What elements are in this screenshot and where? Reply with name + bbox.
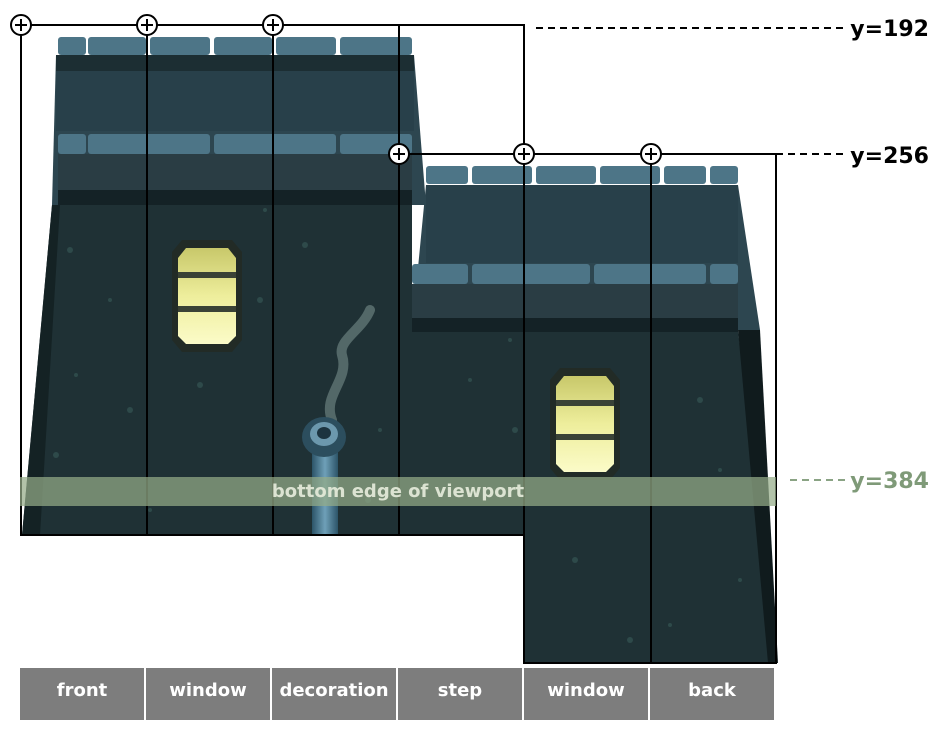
- tile-label-decoration: decoration: [272, 668, 396, 720]
- right-roof-shingles-eave: [412, 264, 738, 332]
- left-building: [22, 37, 426, 535]
- anchor-marker: [137, 15, 157, 35]
- tile-label-front: front: [20, 668, 144, 720]
- tile-label-back: back: [650, 668, 774, 720]
- left-roof-shingles-eave: [58, 134, 412, 205]
- left-roof-shingles-top: [58, 37, 412, 55]
- right-roof-shingles-top: [426, 166, 738, 184]
- left-window: [172, 240, 242, 352]
- right-building: [412, 166, 778, 663]
- right-window: [550, 368, 620, 480]
- y-label-top: y=192: [850, 19, 929, 41]
- tile-label-step: step: [398, 668, 522, 720]
- tile-label-window-2: window: [524, 668, 648, 720]
- y-label-viewport: y=384: [850, 471, 929, 493]
- tile-label-window: window: [146, 668, 270, 720]
- tile-label-row: front window decoration step window back: [20, 668, 776, 720]
- viewport-bottom-band: bottom edge of viewport: [20, 477, 776, 506]
- anchor-marker: [389, 144, 409, 164]
- anchor-marker: [641, 144, 661, 164]
- viewport-label: bottom edge of viewport: [272, 481, 524, 502]
- anchor-marker: [263, 15, 283, 35]
- anchor-marker: [514, 144, 534, 164]
- y-label-mid: y=256: [850, 146, 929, 168]
- anchor-marker: [11, 15, 31, 35]
